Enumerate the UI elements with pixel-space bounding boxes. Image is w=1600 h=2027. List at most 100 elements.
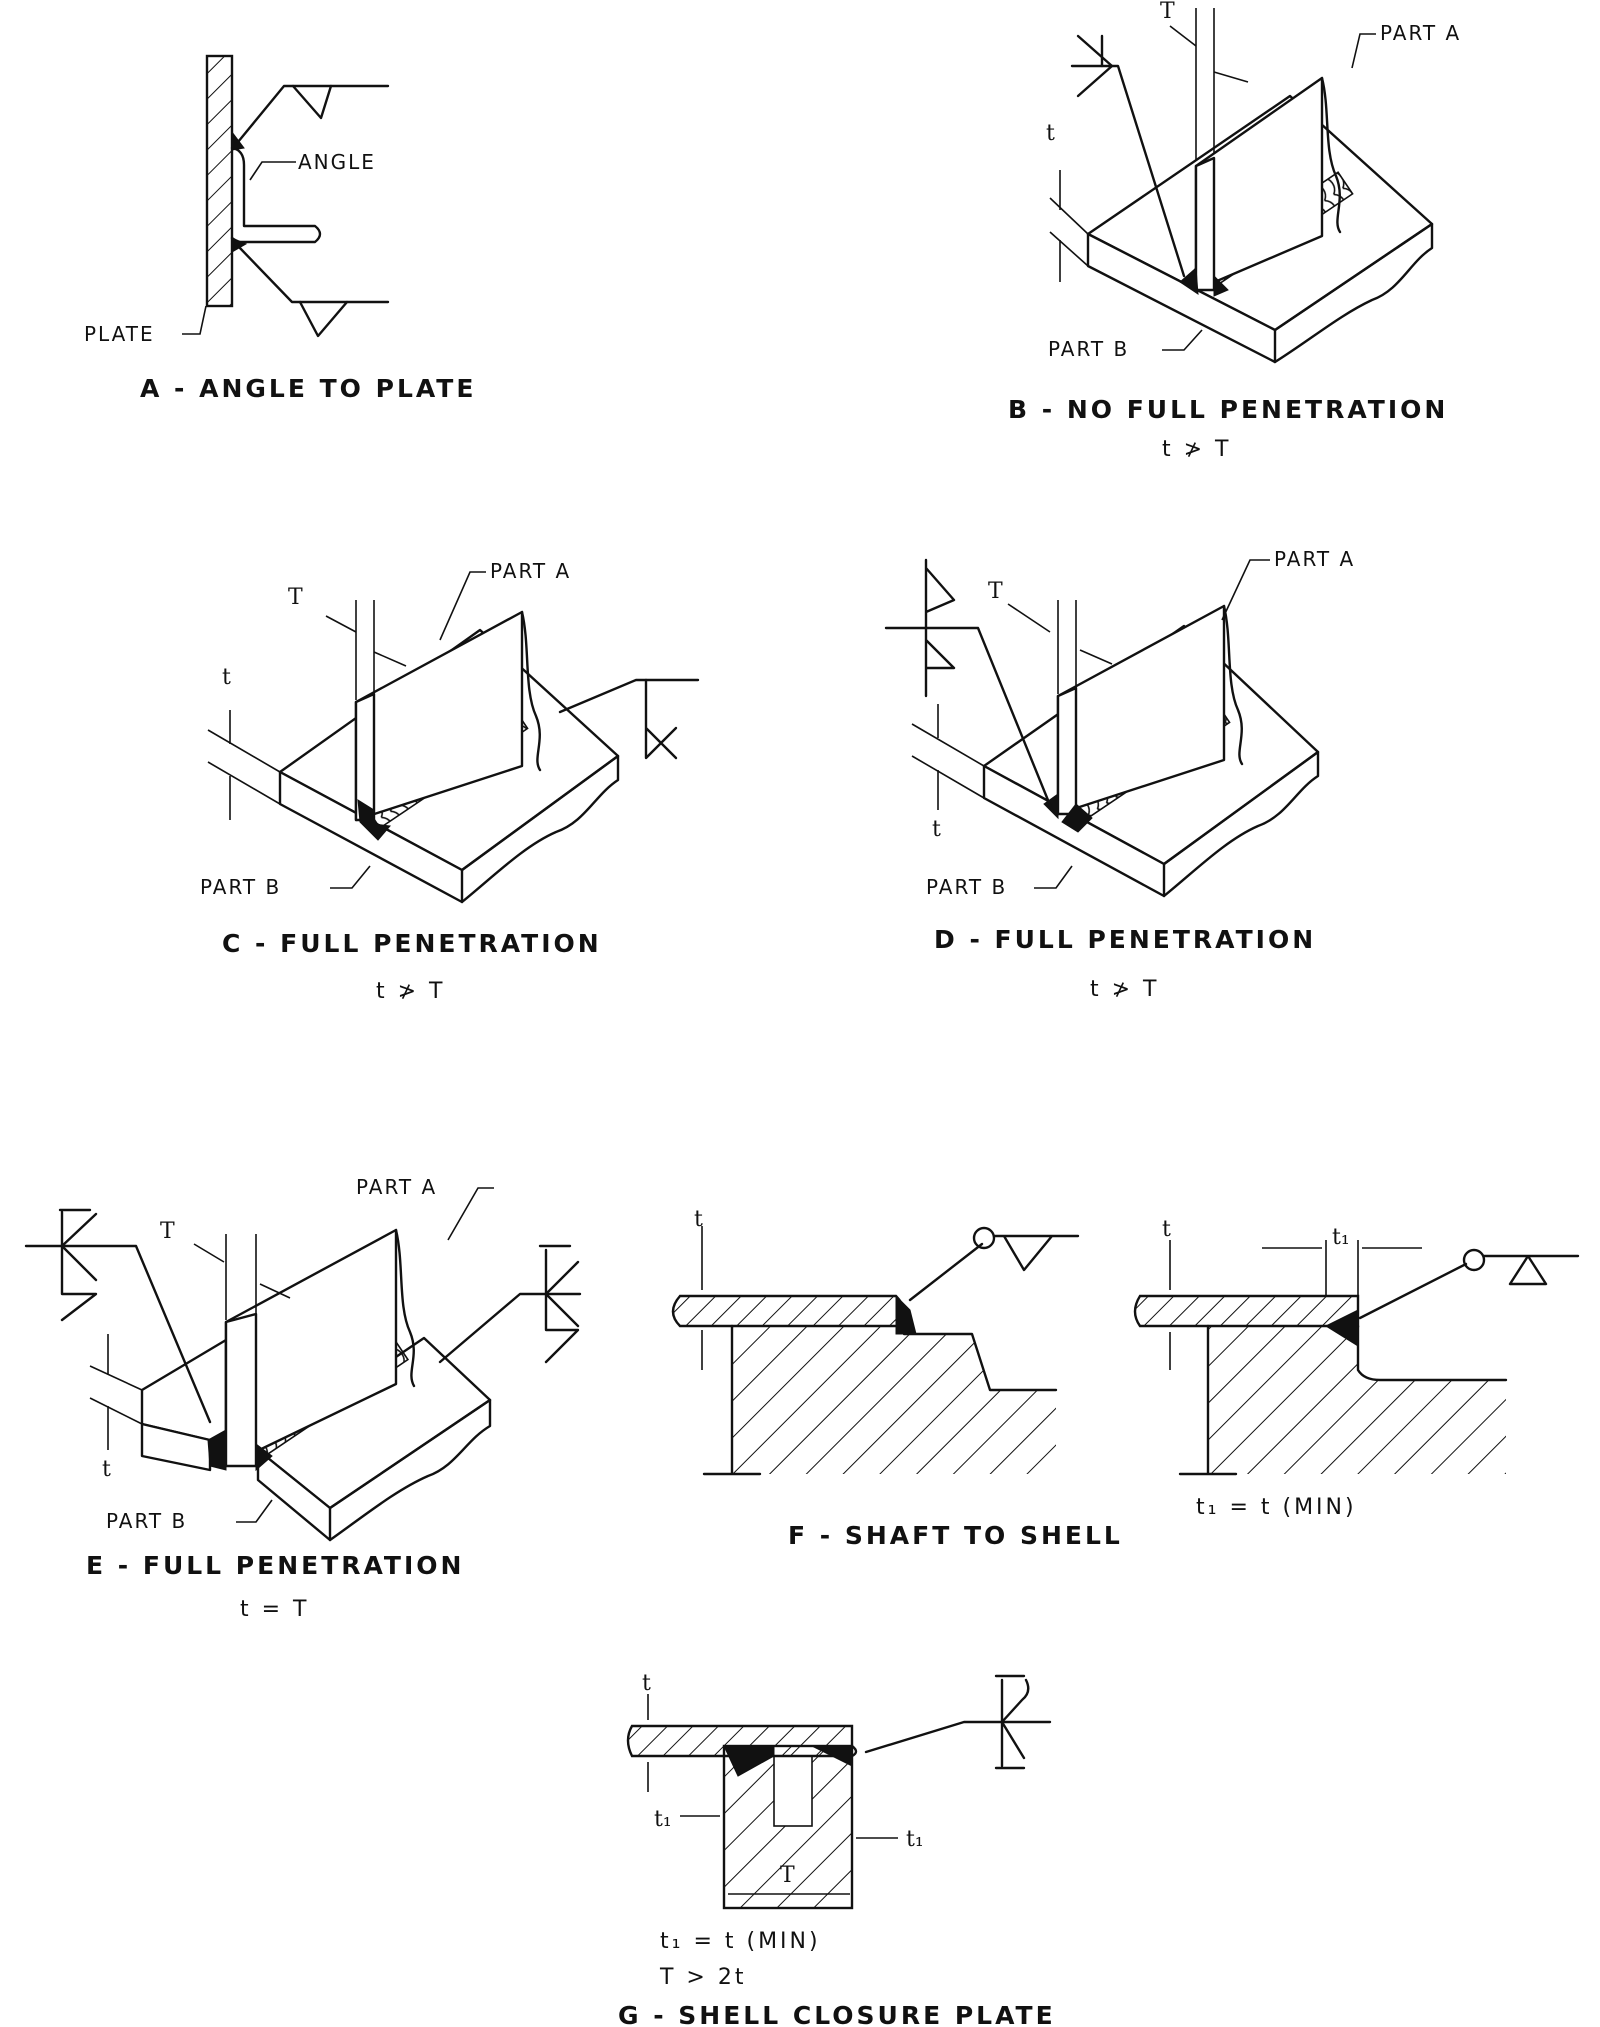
figure-d-condition: t ≯ T	[1090, 977, 1159, 1002]
dim-T-arrow-right	[1213, 71, 1249, 83]
fillet-weld-right	[1324, 1309, 1359, 1347]
part-a-leader	[1221, 559, 1270, 621]
dim-t-ext-top	[207, 729, 281, 773]
weld-symbol-right	[538, 1244, 580, 1364]
dim-T-label: T	[288, 585, 303, 610]
weld-leader-lower	[236, 244, 390, 304]
figure-f-shaft-to-shell: t t₁ t F - SHAFT TO SHELL t₁ = t (MIN)	[671, 1207, 1580, 1550]
weld-symbol	[924, 558, 956, 698]
plug-weld-core	[773, 1755, 813, 1827]
weld-left	[723, 1745, 775, 1777]
dim-t-label: t	[642, 1671, 651, 1696]
part-a-edge	[224, 1312, 258, 1468]
dim-t-label: t	[1046, 121, 1055, 146]
figure-a-caption: A - ANGLE TO PLATE	[140, 374, 476, 403]
part-b-label: PART B	[1048, 337, 1129, 361]
figure-e-condition: t = T	[240, 1597, 309, 1622]
figure-g-condition-2: T > 2t	[659, 1965, 746, 1990]
part-b-left-front	[140, 1422, 212, 1472]
fillet-weld-left	[895, 1294, 917, 1335]
part-b-broken-edge	[328, 1398, 492, 1542]
plate-leader	[182, 305, 207, 335]
angle-section	[230, 146, 322, 244]
shell-plate-left	[671, 1294, 905, 1328]
fillet-weld-left	[1179, 266, 1199, 295]
dim-t-ext-top	[911, 723, 985, 767]
figure-c-full-penetration: T t PART A PART B C - FULL PENETRATION t…	[200, 559, 700, 1004]
full-penetration-weld	[357, 799, 391, 841]
weld-right	[1061, 803, 1093, 833]
figure-d-full-penetration: T t PART A PART B D - FULL PENETRATION t…	[884, 547, 1353, 1002]
dim-t-label: t	[102, 1457, 111, 1482]
dim-t-ext-top	[1049, 197, 1089, 235]
dim-T-arrow-left	[325, 615, 357, 633]
weld-leader-left	[908, 1242, 984, 1302]
dim-t-ext-bottom	[1049, 231, 1089, 267]
part-a-broken-edge	[520, 610, 542, 772]
dim-t-ext-top	[89, 1365, 143, 1391]
dim-t-ext-bottom	[89, 1397, 143, 1425]
part-b-leader	[1034, 865, 1073, 889]
dim-T-arrow-left	[1169, 25, 1197, 47]
figure-g-shell-closure-plate: t t₁ t₁ T t₁ = t (MIN) T > 2t G - SHELL …	[618, 1671, 1056, 2027]
dim-t1-arrows	[680, 1815, 898, 1839]
part-a-leader	[447, 1187, 494, 1241]
weld-leader	[884, 626, 1054, 812]
weld-leader-upper	[236, 84, 390, 144]
plate-section	[205, 54, 234, 308]
fillet-symbol-upper	[291, 84, 333, 120]
fillet-symbol	[1076, 34, 1114, 98]
weld-symbol	[994, 1674, 1030, 1770]
shaft-outline-left	[702, 1324, 1058, 1476]
part-a-edge	[1056, 686, 1078, 816]
figure-g-caption: G - SHELL CLOSURE PLATE	[618, 2001, 1056, 2027]
dim-t-ext-bottom	[911, 755, 985, 799]
figure-b-condition: t ≯ T	[1162, 437, 1231, 462]
figure-e-caption: E - FULL PENETRATION	[86, 1551, 464, 1580]
part-a-broken-edge	[1222, 604, 1244, 766]
figure-c-condition: t ≯ T	[376, 979, 445, 1004]
figure-c-caption: C - FULL PENETRATION	[222, 929, 602, 958]
fillet-symbol-lower	[298, 300, 349, 338]
dim-T-label: T	[988, 579, 1003, 604]
part-b-label: PART B	[106, 1509, 187, 1533]
dim-t1-label: t₁	[1332, 1225, 1350, 1250]
part-a-edge	[1194, 156, 1216, 292]
full-penetration-weld-left	[207, 1429, 227, 1471]
dim-T-label: T	[780, 1863, 795, 1888]
angle-leader	[249, 161, 296, 181]
dim-t-label-left: t	[694, 1207, 703, 1232]
plate-label: PLATE	[84, 322, 155, 346]
fillet-symbol-right	[1482, 1254, 1580, 1286]
fillet-symbol-left	[992, 1234, 1080, 1272]
figure-b-caption: B - NO FULL PENETRATION	[1008, 395, 1448, 424]
dim-t-label-right: t	[1162, 1217, 1171, 1242]
part-a-label: PART A	[356, 1175, 437, 1199]
part-b-leader	[330, 865, 371, 889]
figure-b-no-full-penetration: T t PART A PART B B - NO FULL PENETRATIO…	[1008, 0, 1461, 462]
weld-symbol-left	[58, 1208, 98, 1322]
dim-T-arrow-right	[1079, 649, 1113, 665]
dim-t-label: t	[222, 665, 231, 690]
shaft-section-right	[1208, 1326, 1506, 1474]
dim-T-arrow-left	[1007, 603, 1051, 633]
part-b-broken-edge	[1273, 222, 1434, 364]
dim-t1-right-label: t₁	[906, 1827, 924, 1852]
fillet-weld-lower	[231, 237, 248, 253]
dim-t1-left-label: t₁	[654, 1807, 672, 1832]
shell-plate-right	[1133, 1294, 1360, 1328]
dim-T-arrow-right	[373, 651, 407, 667]
figure-f-condition: t₁ = t (MIN)	[1196, 1495, 1357, 1520]
part-b-leader	[1162, 329, 1203, 351]
part-a-label: PART A	[1380, 21, 1461, 45]
figure-g-condition-1: t₁ = t (MIN)	[660, 1929, 821, 1954]
fillet-weld-right	[1213, 274, 1229, 297]
part-b-label: PART B	[926, 875, 1007, 899]
weld-leader	[1070, 64, 1186, 278]
part-a-leader	[1351, 33, 1376, 69]
shaft-section-left	[732, 1326, 1056, 1474]
weld-leader-right	[438, 1292, 582, 1364]
weld-right	[811, 1745, 853, 1767]
part-b-broken-edge	[1162, 750, 1320, 898]
weld-leader-right	[1358, 1262, 1468, 1320]
